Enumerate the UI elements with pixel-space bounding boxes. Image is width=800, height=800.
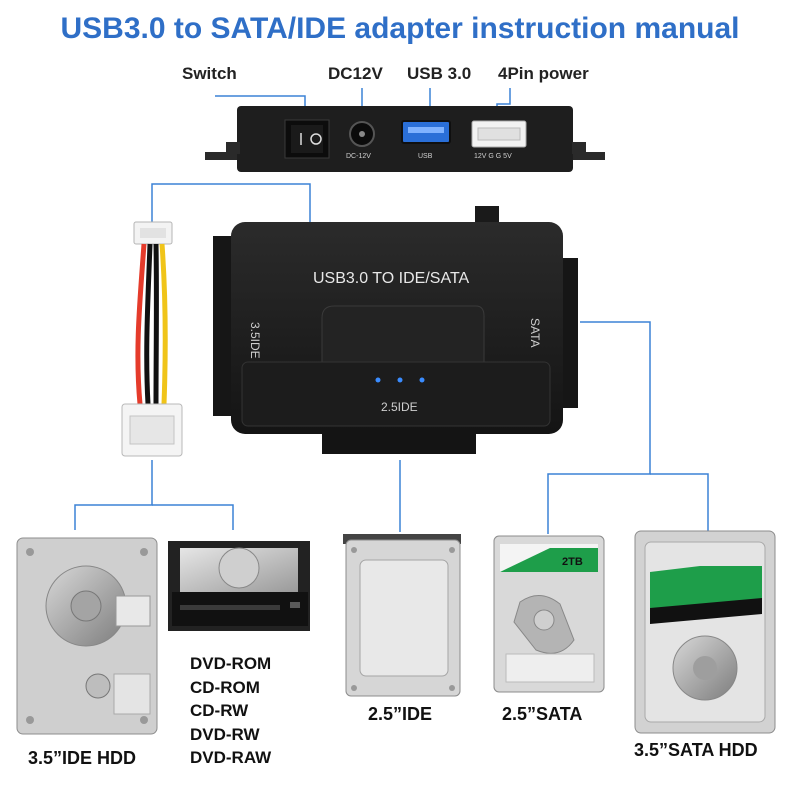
optical-drive-item: CD-RW (190, 701, 249, 720)
ide25-label: 2.5”IDE (368, 704, 433, 724)
adapter-side-35ide: 3.5IDE (248, 322, 262, 359)
ide25-hdd-image (343, 534, 461, 697)
usb-marking: USB (418, 153, 433, 160)
molex-cable (121, 221, 183, 457)
power-4pin-label: 4Pin power (498, 64, 589, 83)
led-2 (397, 377, 403, 383)
page-title: USB3.0 to SATA/IDE adapter instruction m… (60, 12, 740, 45)
led-1 (375, 377, 381, 383)
usb30-label: USB 3.0 (407, 64, 472, 83)
optical-drive-item: DVD-RW (190, 724, 260, 744)
optical-drive-item: DVD-ROM (190, 654, 272, 673)
sata25-hdd-image (493, 535, 605, 693)
adapter-body (213, 206, 578, 454)
sata35-hdd-label: 3.5”SATA HDD (634, 740, 758, 760)
dc-marking: DC-12V (346, 153, 371, 160)
connector-lines (74, 183, 709, 534)
dvd-drive-image (168, 541, 310, 631)
ide35-hdd-label: 3.5”IDE HDD (28, 748, 137, 768)
optical-drive-item: CD-ROM (190, 677, 260, 697)
sata35-hdd-image (634, 530, 776, 734)
optical-drive-item: DVD-RAW (190, 748, 272, 767)
adapter-label: USB3.0 TO IDE/SATA (313, 270, 470, 287)
led-3 (419, 377, 425, 383)
power-marking: 12V G G 5V (474, 153, 512, 160)
ide35-hdd-image (16, 537, 158, 735)
adapter-side-sata: SATA (528, 318, 542, 348)
optical-drive-list: DVD-ROM CD-ROM CD-RW DVD-RW DVD-RAW (190, 652, 271, 770)
port-panel (205, 106, 605, 172)
sata25-capacity: 2TB (562, 556, 583, 568)
adapter-bottom-25ide: 2.5IDE (381, 400, 418, 414)
sata25-label: 2.5”SATA (502, 704, 583, 724)
switch-label: Switch (182, 64, 237, 83)
dc12v-label: DC12V (328, 64, 383, 83)
